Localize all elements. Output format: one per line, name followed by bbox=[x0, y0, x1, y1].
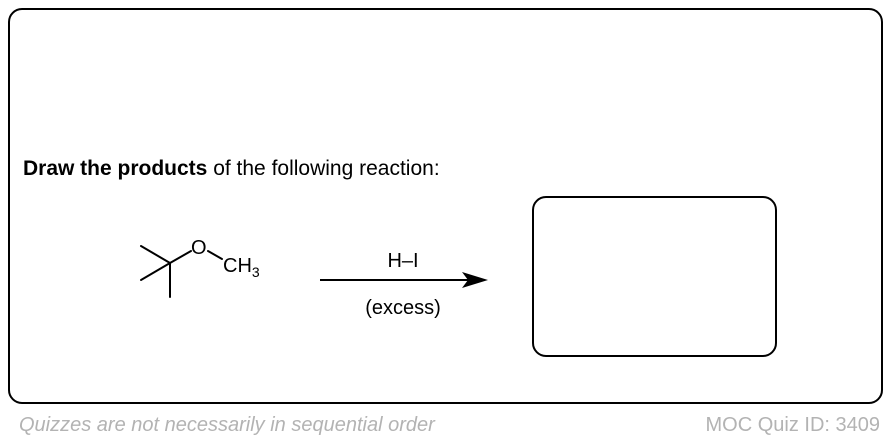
tert-butyl-methyl-ether-structure: O CH3 bbox=[140, 237, 260, 298]
bond-methyl-left-lower bbox=[140, 262, 171, 281]
methyl-subscript: 3 bbox=[252, 264, 260, 280]
oxygen-atom-label: O bbox=[191, 237, 207, 259]
prompt-rest-text: of the following reaction: bbox=[207, 157, 440, 180]
footer-note: Quizzes are not necessarily in sequentia… bbox=[19, 414, 435, 436]
question-prompt: Draw the products of the following react… bbox=[23, 157, 440, 181]
methyl-label: CH bbox=[223, 255, 252, 277]
quiz-id-label: MOC Quiz ID: 3409 bbox=[705, 414, 880, 436]
bond-methyl-left-upper bbox=[140, 245, 171, 264]
reaction-arrow-head bbox=[462, 272, 488, 288]
prompt-bold-text: Draw the products bbox=[23, 157, 208, 180]
reaction-arrow bbox=[320, 272, 488, 288]
methyl-group-label: CH3 bbox=[223, 255, 260, 280]
condition-label: (excess) bbox=[365, 297, 441, 319]
bond-oxygen-methyl bbox=[207, 250, 223, 260]
product-answer-box[interactable] bbox=[532, 196, 777, 357]
bond-carbon-oxygen bbox=[169, 250, 192, 264]
reagent-label: H–I bbox=[387, 250, 419, 272]
